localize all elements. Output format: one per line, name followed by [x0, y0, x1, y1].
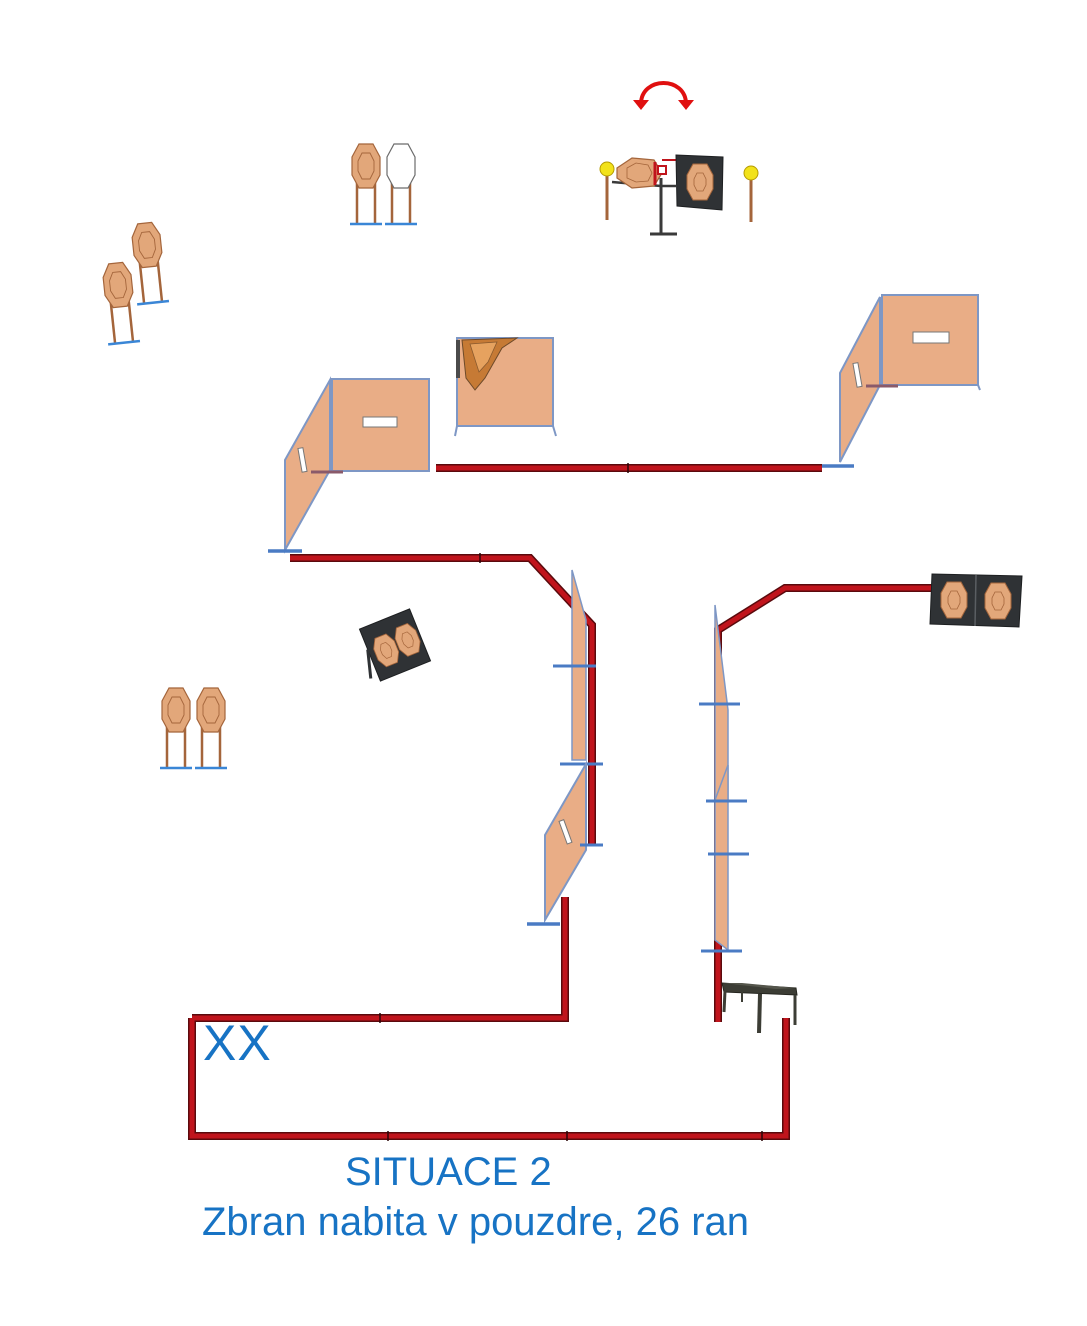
wall-left-upper	[268, 376, 430, 554]
wall-right-upper	[822, 294, 981, 468]
popper-ball-left	[599, 161, 615, 177]
wall-center-right	[699, 604, 749, 953]
paper-target-icon	[348, 142, 384, 226]
paper-target-icon	[158, 686, 194, 770]
no-shoot-target-icon	[383, 142, 419, 226]
stage-title: SITUACE 2	[345, 1150, 552, 1194]
paper-target-icon	[127, 220, 171, 306]
wall-center-left	[527, 569, 603, 926]
popper-ball-right	[743, 165, 759, 181]
swinger-target-icon	[599, 81, 759, 236]
paper-target-icon	[193, 686, 229, 770]
steel-plate-target-icon	[686, 163, 714, 201]
start-position-mark: XX	[203, 1015, 272, 1071]
table-icon	[721, 982, 798, 1034]
steel-plate-target-icon	[984, 582, 1012, 620]
stage-description: Zbran nabita v pouzdre, 26 ran	[202, 1200, 750, 1244]
steel-plate-pair-center	[358, 608, 432, 682]
paper-target-group-top	[348, 142, 419, 226]
wall-top-middle	[454, 337, 557, 437]
rotation-arrow-icon	[633, 100, 649, 110]
paper-target-icon	[98, 260, 142, 346]
steel-plate-pair-right	[929, 573, 1023, 628]
steel-plate-target-icon	[940, 581, 968, 619]
paper-target-group-left-bottom	[158, 686, 229, 770]
paper-target-group-left-top	[98, 220, 171, 346]
